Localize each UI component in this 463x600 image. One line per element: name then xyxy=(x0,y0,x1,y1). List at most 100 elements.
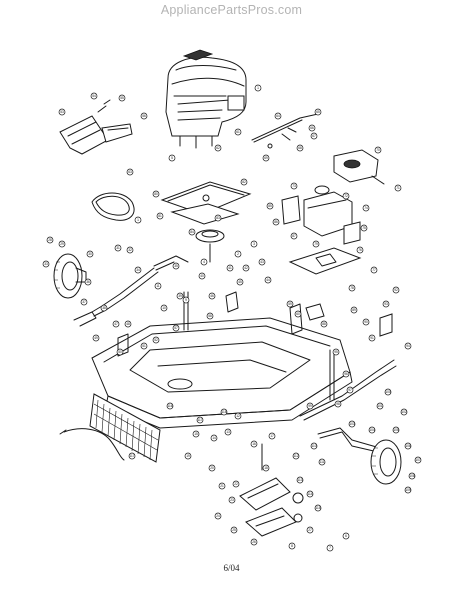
callout-label: 38 xyxy=(102,306,106,310)
callout: 23 xyxy=(228,496,236,504)
callout-label: 7 xyxy=(329,546,331,550)
callout: 93 xyxy=(382,300,390,308)
callout: 117 xyxy=(196,416,204,424)
callout: 34 xyxy=(134,266,142,274)
callout-label: 32 xyxy=(128,248,132,252)
misc-hardware xyxy=(117,291,393,471)
callout: 16 xyxy=(250,440,258,448)
callout-label: 115 xyxy=(315,506,320,510)
callout-label: 30 xyxy=(88,252,92,256)
fuel-tank xyxy=(281,185,361,245)
callout-label: 70 xyxy=(376,148,380,152)
callout: 31 xyxy=(114,244,122,252)
callout-label: 59 xyxy=(288,302,292,306)
callout: 4 xyxy=(200,258,208,266)
callout: 54 xyxy=(90,92,98,100)
callout-label: 97 xyxy=(348,388,352,392)
callout: 2 xyxy=(234,250,242,258)
callout: 11 xyxy=(154,282,162,290)
callout-label: 45 xyxy=(238,280,242,284)
callout-label: 113 xyxy=(297,478,302,482)
callout: 102 xyxy=(400,408,408,416)
callout-label: 24 xyxy=(216,514,220,518)
callout: 68 xyxy=(296,144,304,152)
callout-label: 62 xyxy=(216,146,220,150)
callout: 71 xyxy=(394,184,402,192)
callout: 75 xyxy=(360,224,368,232)
callout-label: 2 xyxy=(237,252,239,256)
callout: 33 xyxy=(42,260,50,268)
callout-label: 1 xyxy=(137,218,139,222)
callout: 72 xyxy=(342,192,350,200)
callout: 29 xyxy=(58,240,66,248)
callout: 58 xyxy=(206,312,214,320)
callout-label: 48 xyxy=(126,322,130,326)
callout-label: 50 xyxy=(118,350,122,354)
callout: 91 xyxy=(368,334,376,342)
callout: 67 xyxy=(310,132,318,140)
callout-label: 68 xyxy=(298,146,302,150)
callout-label: 37 xyxy=(82,300,86,304)
callout: 32 xyxy=(126,246,134,254)
callout: 87 xyxy=(290,232,298,240)
callout-label: 1 xyxy=(257,86,259,90)
callout-label: 109 xyxy=(405,488,411,492)
callout: 74 xyxy=(362,204,370,212)
callout-label: 31 xyxy=(116,246,120,250)
callout-label: 13 xyxy=(226,430,230,434)
callout: 90 xyxy=(362,318,370,326)
callout-label: 16 xyxy=(252,442,256,446)
callout-label: 20 xyxy=(210,466,214,470)
callout-label: 91 xyxy=(370,336,374,340)
callout-label: 5 xyxy=(171,156,173,160)
callout-label: 93 xyxy=(384,302,388,306)
callout-label: 58 xyxy=(208,314,212,318)
right-wheel xyxy=(370,439,402,485)
callout-label: 18 xyxy=(264,466,268,470)
callout: 63 xyxy=(126,168,134,176)
callout-label: 107 xyxy=(415,458,421,462)
callout: 60 xyxy=(294,310,302,318)
callout-label: 4 xyxy=(203,260,205,264)
callout-label: 73 xyxy=(292,184,296,188)
callout-label: 23 xyxy=(230,498,234,502)
callout: 88 xyxy=(320,320,328,328)
callout-label: 100 xyxy=(385,390,391,394)
callout-label: 84 xyxy=(190,230,194,234)
callout: 57 xyxy=(172,324,180,332)
callout: 38 xyxy=(100,304,108,312)
callout-label: 83 xyxy=(216,216,220,220)
callout: 83 xyxy=(214,214,222,222)
callout-label: 60 xyxy=(296,312,300,316)
callout-label: 95 xyxy=(334,350,338,354)
callout-label: 106 xyxy=(405,444,411,448)
throttle-rod xyxy=(251,113,319,149)
callout-label: 52 xyxy=(154,338,158,342)
callout: 61 xyxy=(234,128,242,136)
callout: 13 xyxy=(224,428,232,436)
callout-label: 34 xyxy=(136,268,140,272)
callout-label: 53 xyxy=(60,110,64,114)
callout-label: 75 xyxy=(362,226,366,230)
callout-label: 76 xyxy=(358,248,362,252)
deck-plate xyxy=(288,247,362,275)
callout: 101 xyxy=(376,402,384,410)
callout-label: 81 xyxy=(158,214,162,218)
callout-label: 108 xyxy=(409,474,415,478)
callout: 10 xyxy=(160,304,168,312)
callout: 81 xyxy=(156,212,164,220)
callout-label: 90 xyxy=(364,320,368,324)
callout-label: 69 xyxy=(264,156,268,160)
callout: 51 xyxy=(140,342,148,350)
callout: 19 xyxy=(184,452,192,460)
callout: 99 xyxy=(306,402,314,410)
left-wheel xyxy=(53,253,87,299)
callout: 80 xyxy=(152,190,160,198)
callout-label: 105 xyxy=(393,428,399,432)
callout: 108 xyxy=(408,472,416,480)
callout-label: 8 xyxy=(291,544,293,548)
callout-label: 117 xyxy=(197,418,202,422)
callout: 79 xyxy=(312,240,320,248)
callout-label: 114 xyxy=(307,492,312,496)
